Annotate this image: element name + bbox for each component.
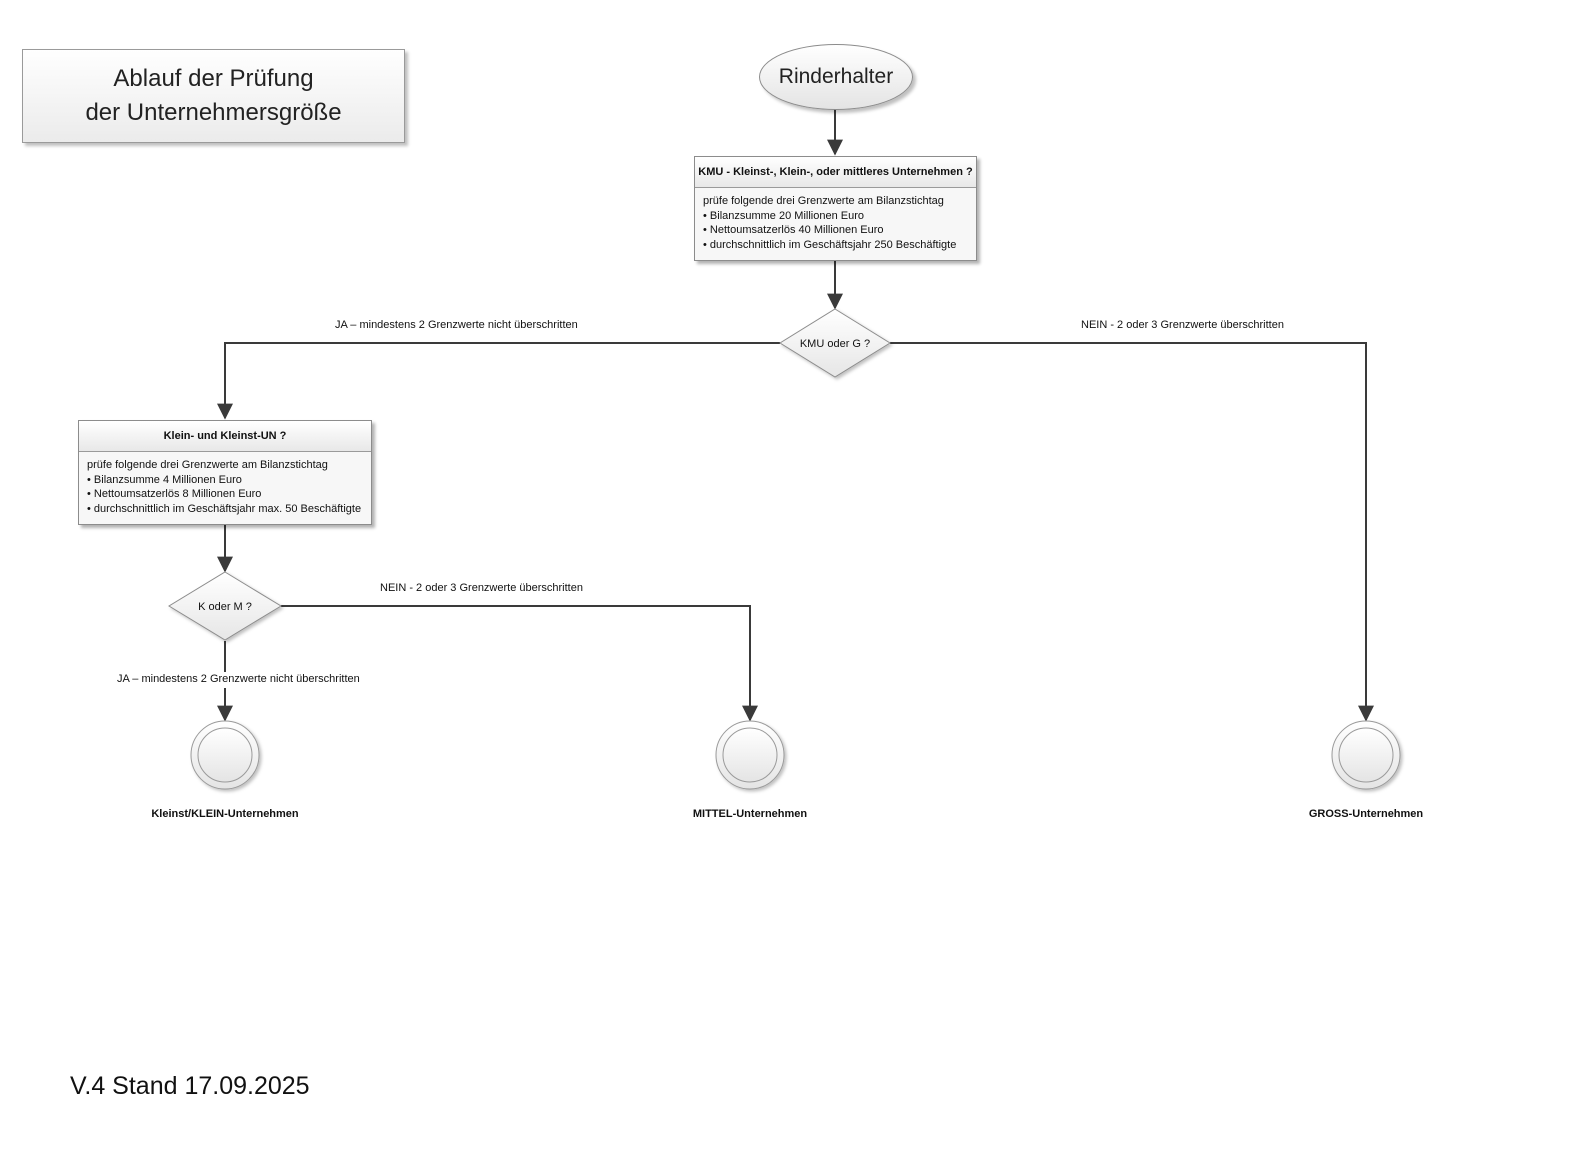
end-gross-circle	[1331, 720, 1401, 790]
kmu-check-item: • Bilanzsumme 20 Millionen Euro	[703, 209, 864, 222]
decision-km-label: K oder M ?	[198, 601, 252, 613]
end-label-gross: GROSS-Unternehmen	[1308, 808, 1424, 820]
end-mittel-circle	[715, 720, 785, 790]
decision-kmu-diamond	[779, 308, 891, 378]
klein-check-box: Klein- und Kleinst-UN ? prüfe folgende d…	[78, 420, 372, 525]
kmu-check-item: • Nettoumsatzerlös 40 Millionen Euro	[703, 224, 884, 236]
diagram-title-line1: Ablauf der Prüfung	[113, 65, 314, 92]
connector-decision-km-no	[281, 605, 758, 722]
kmu-check-body: prüfe folgende drei Grenzwerte am Bilanz…	[695, 188, 976, 258]
edge-label-kmu-yes: JA – mindestens 2 Grenzwerte nicht übers…	[335, 319, 578, 331]
end-klein-circle	[190, 720, 260, 790]
diagram-title-box: Ablauf der Prüfung der Unternehmersgröße	[22, 49, 405, 143]
kmu-check-item: • durchschnittlich im Geschäftsjahr 250 …	[703, 238, 957, 251]
edge-label-km-no: NEIN - 2 oder 3 Grenzwerte überschritten	[380, 582, 583, 594]
klein-check-intro: prüfe folgende drei Grenzwerte am Bilanz…	[87, 459, 328, 471]
kmu-check-box: KMU - Kleinst-, Klein-, oder mittleres U…	[694, 156, 977, 261]
klein-check-header: Klein- und Kleinst-UN ?	[79, 421, 371, 452]
kmu-check-intro: prüfe folgende drei Grenzwerte am Bilanz…	[703, 195, 944, 207]
decision-kmu-label: KMU oder G ?	[800, 338, 870, 350]
klein-check-item: • Bilanzsumme 4 Millionen Euro	[87, 473, 242, 486]
edge-label-kmu-no: NEIN - 2 oder 3 Grenzwerte überschritten	[1081, 319, 1284, 331]
klein-check-item: • Nettoumsatzerlös 8 Millionen Euro	[87, 488, 262, 500]
klein-check-body: prüfe folgende drei Grenzwerte am Bilanz…	[79, 452, 371, 522]
diagram-title-line2: der Unternehmersgröße	[85, 99, 342, 126]
decision-km-diamond	[168, 571, 282, 641]
connector-decision-kmu-no	[890, 342, 1374, 722]
start-node: Rinderhalter	[759, 44, 913, 110]
start-node-label: Rinderhalter	[778, 65, 894, 88]
end-label-mittel: MITTEL-Unternehmen	[692, 808, 808, 820]
klein-check-item: • durchschnittlich im Geschäftsjahr max.…	[87, 502, 362, 515]
end-label-klein: Kleinst/KLEIN-Unternehmen	[151, 808, 299, 820]
kmu-check-header: KMU - Kleinst-, Klein-, oder mittleres U…	[695, 157, 976, 188]
version-stamp: V.4 Stand 17.09.2025	[70, 1072, 310, 1100]
edge-label-km-yes: JA – mindestens 2 Grenzwerte nicht übers…	[117, 673, 360, 685]
connector-decision-kmu-yes	[217, 342, 780, 420]
